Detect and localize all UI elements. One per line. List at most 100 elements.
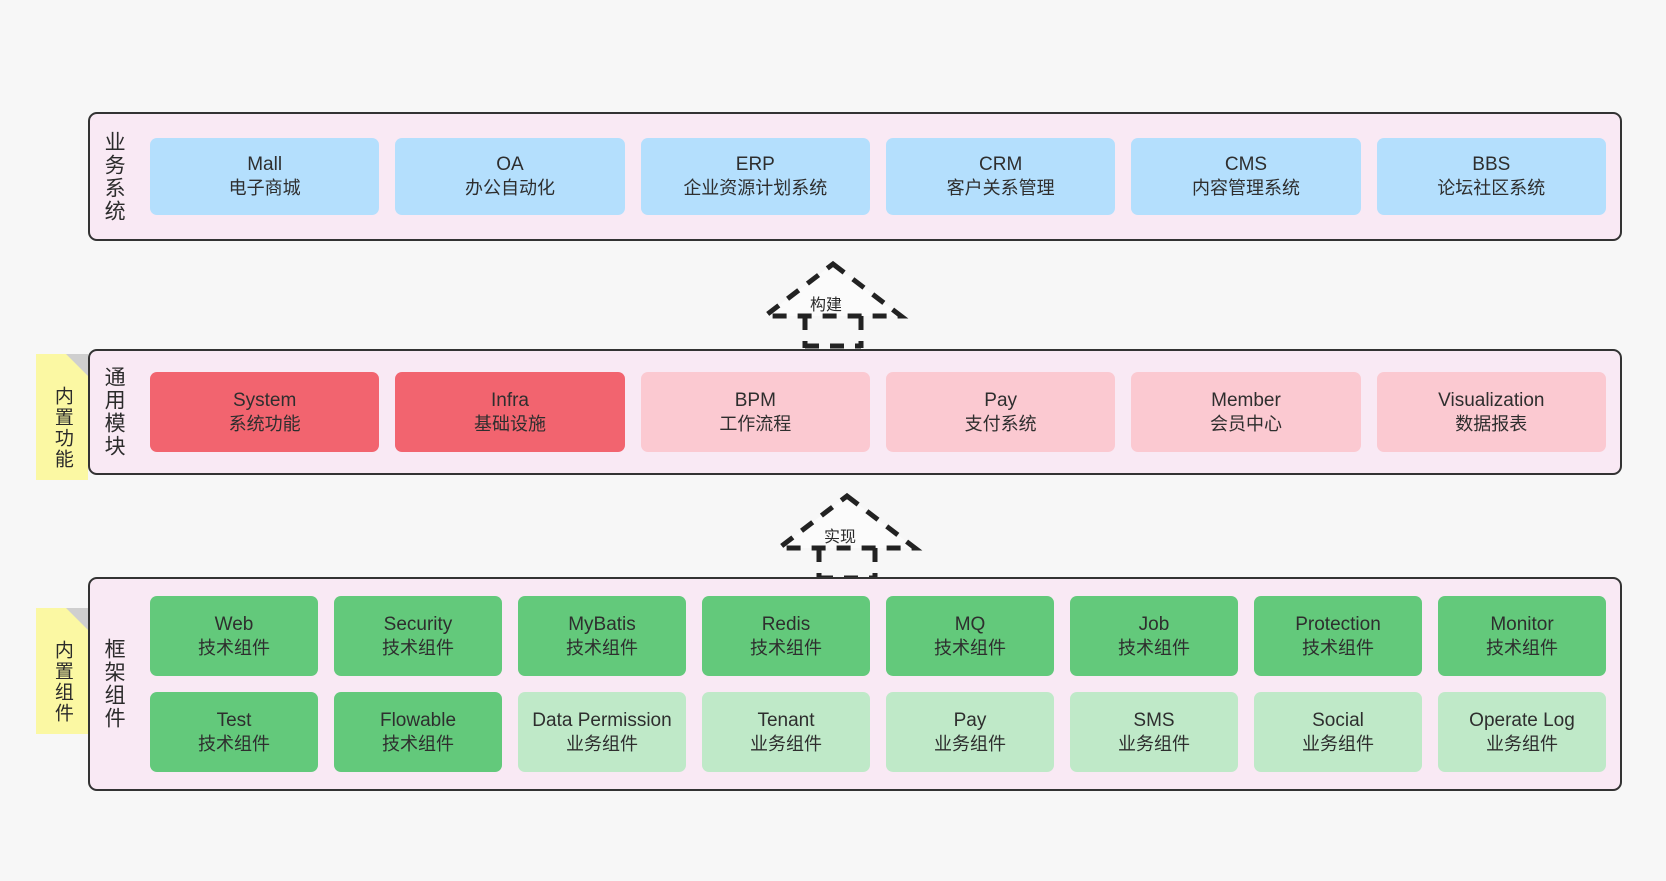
card-mall[interactable]: Mall 电子商城 bbox=[150, 138, 380, 215]
card-subtitle: 技术组件 bbox=[566, 637, 638, 658]
card-subtitle: 业务组件 bbox=[1118, 733, 1190, 754]
card-row: Mall 电子商城 OA 办公自动化 ERP 企业资源计划系统 CRM 客户关系… bbox=[150, 138, 1606, 215]
card-title: SMS bbox=[1133, 709, 1175, 731]
card-subtitle: 会员中心 bbox=[1209, 413, 1282, 434]
card-subtitle: 业务组件 bbox=[750, 733, 822, 754]
card-subtitle: 办公自动化 bbox=[464, 178, 555, 199]
card-subtitle: 业务组件 bbox=[566, 733, 638, 754]
card-title: MyBatis bbox=[568, 613, 636, 635]
card-title: Test bbox=[216, 709, 252, 731]
card-infra[interactable]: Infra 基础设施 bbox=[395, 372, 625, 452]
card-subtitle: 客户关系管理 bbox=[946, 178, 1055, 199]
connector-implement: 实现 bbox=[771, 490, 923, 581]
layer-body-common: System 系统功能 Infra 基础设施 BPM 工作流程 Pay 支付系统… bbox=[136, 351, 1620, 473]
layer-label-framework: 框架组件 bbox=[102, 638, 126, 730]
card-tenant[interactable]: Tenant 业务组件 bbox=[702, 692, 870, 772]
card-web[interactable]: Web 技术组件 bbox=[150, 596, 318, 676]
card-subtitle: 技术组件 bbox=[934, 637, 1006, 658]
card-redis[interactable]: Redis 技术组件 bbox=[702, 596, 870, 676]
card-subtitle: 系统功能 bbox=[228, 413, 301, 434]
card-subtitle: 基础设施 bbox=[473, 413, 546, 434]
card-test[interactable]: Test 技术组件 bbox=[150, 692, 318, 772]
sticky-note-label: 内置组件 bbox=[51, 640, 73, 724]
generalization-arrow-icon bbox=[757, 260, 909, 349]
card-subtitle: 电子商城 bbox=[228, 178, 301, 199]
card-title: Infra bbox=[490, 389, 529, 411]
card-oa[interactable]: OA 办公自动化 bbox=[395, 138, 625, 215]
card-pay-component[interactable]: Pay 业务组件 bbox=[886, 692, 1054, 772]
card-bpm[interactable]: BPM 工作流程 bbox=[640, 372, 870, 452]
card-title: OA bbox=[496, 154, 524, 176]
card-protection[interactable]: Protection 技术组件 bbox=[1254, 596, 1422, 676]
card-subtitle: 技术组件 bbox=[1118, 637, 1190, 658]
card-subtitle: 数据报表 bbox=[1455, 413, 1528, 434]
card-title: Flowable bbox=[379, 709, 457, 731]
card-title: CRM bbox=[979, 154, 1023, 176]
card-subtitle: 技术组件 bbox=[1302, 637, 1374, 658]
layer-common-modules: 通用模块 System 系统功能 Infra 基础设施 BPM 工作流程 Pay… bbox=[88, 349, 1622, 475]
card-mq[interactable]: MQ 技术组件 bbox=[886, 596, 1054, 676]
card-title: Protection bbox=[1295, 613, 1381, 635]
card-title: Job bbox=[1138, 613, 1170, 635]
card-title: Redis bbox=[761, 613, 811, 635]
card-mybatis[interactable]: MyBatis 技术组件 bbox=[518, 596, 686, 676]
connector-label-implement: 实现 bbox=[824, 529, 857, 546]
card-title: Security bbox=[383, 613, 453, 635]
layer-label-common: 通用模块 bbox=[102, 366, 126, 458]
card-title: BBS bbox=[1472, 154, 1511, 176]
card-job[interactable]: Job 技术组件 bbox=[1070, 596, 1238, 676]
card-security[interactable]: Security 技术组件 bbox=[334, 596, 502, 676]
card-title: Data Permission bbox=[532, 709, 672, 731]
card-system[interactable]: System 系统功能 bbox=[150, 372, 380, 452]
card-title: Mall bbox=[247, 154, 283, 176]
card-monitor[interactable]: Monitor 技术组件 bbox=[1438, 596, 1606, 676]
card-row: System 系统功能 Infra 基础设施 BPM 工作流程 Pay 支付系统… bbox=[150, 372, 1606, 452]
card-title: System bbox=[232, 389, 297, 411]
card-row: Test 技术组件 Flowable 技术组件 Data Permission … bbox=[150, 692, 1606, 772]
card-title: Member bbox=[1211, 389, 1281, 411]
card-subtitle: 论坛社区系统 bbox=[1437, 178, 1546, 199]
card-subtitle: 支付系统 bbox=[964, 413, 1037, 434]
card-title: ERP bbox=[735, 154, 775, 176]
card-subtitle: 技术组件 bbox=[750, 637, 822, 658]
card-flowable[interactable]: Flowable 技术组件 bbox=[334, 692, 502, 772]
card-sms[interactable]: SMS 业务组件 bbox=[1070, 692, 1238, 772]
card-bbs[interactable]: BBS 论坛社区系统 bbox=[1376, 138, 1606, 215]
sticky-note-label: 内置功能 bbox=[51, 386, 73, 470]
connector-build: 构建 bbox=[757, 258, 909, 349]
card-subtitle: 业务组件 bbox=[934, 733, 1006, 754]
card-subtitle: 技术组件 bbox=[1486, 637, 1558, 658]
card-title: CMS bbox=[1224, 154, 1268, 176]
card-title: Web bbox=[214, 613, 254, 635]
card-title: MQ bbox=[954, 613, 986, 635]
card-subtitle: 技术组件 bbox=[198, 733, 270, 754]
card-title: Tenant bbox=[757, 709, 815, 731]
layer-label-business: 业务系统 bbox=[102, 130, 126, 223]
card-operate-log[interactable]: Operate Log 业务组件 bbox=[1438, 692, 1606, 772]
card-title: Visualization bbox=[1438, 389, 1545, 411]
layer-framework-components: 框架组件 Web 技术组件 Security 技术组件 MyBatis 技术组件… bbox=[88, 577, 1622, 791]
card-pay[interactable]: Pay 支付系统 bbox=[885, 372, 1116, 452]
card-member[interactable]: Member 会员中心 bbox=[1131, 372, 1361, 452]
card-social[interactable]: Social 业务组件 bbox=[1254, 692, 1422, 772]
card-crm[interactable]: CRM 客户关系管理 bbox=[885, 138, 1116, 215]
card-row: Web 技术组件 Security 技术组件 MyBatis 技术组件 Redi… bbox=[150, 596, 1606, 676]
card-title: Social bbox=[1312, 709, 1364, 731]
card-subtitle: 技术组件 bbox=[382, 733, 454, 754]
card-data-permission[interactable]: Data Permission 业务组件 bbox=[518, 692, 686, 772]
card-visualization[interactable]: Visualization 数据报表 bbox=[1376, 372, 1606, 452]
card-cms[interactable]: CMS 内容管理系统 bbox=[1131, 138, 1361, 215]
card-subtitle: 企业资源计划系统 bbox=[683, 178, 828, 199]
connector-label-build: 构建 bbox=[810, 297, 843, 314]
card-title: BPM bbox=[734, 389, 776, 411]
card-title: Operate Log bbox=[1469, 709, 1575, 731]
card-subtitle: 技术组件 bbox=[382, 637, 454, 658]
card-title: Monitor bbox=[1490, 613, 1554, 635]
card-title: Pay bbox=[953, 709, 987, 731]
card-subtitle: 业务组件 bbox=[1302, 733, 1374, 754]
card-erp[interactable]: ERP 企业资源计划系统 bbox=[640, 138, 870, 215]
card-title: Pay bbox=[984, 389, 1018, 411]
card-subtitle: 技术组件 bbox=[198, 637, 270, 658]
layer-body-framework: Web 技术组件 Security 技术组件 MyBatis 技术组件 Redi… bbox=[136, 579, 1620, 789]
